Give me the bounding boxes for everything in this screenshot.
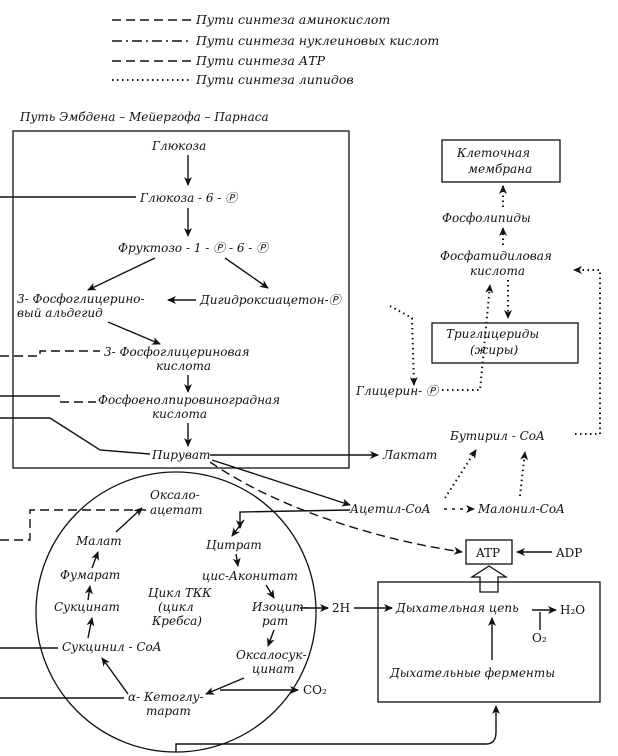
f16bp-label: Фруктозо - 1 - Ⓟ - 6 - Ⓟ (118, 241, 270, 255)
legend-label-atp: Пути синтеза АТР (195, 53, 326, 68)
atp-box (465, 539, 513, 565)
arrow-f16bp-dhap (224, 257, 269, 289)
krebs-cycle-label-line3: Кребса) (151, 614, 202, 628)
pa-label-line2: кислота (470, 264, 525, 278)
legend: Пути синтеза аминокислот Пути синтеза ну… (112, 12, 439, 87)
succinyl-coa-label: Сукцинил - CoA (62, 640, 162, 654)
arrow-succinyl-succinate (86, 617, 95, 639)
arrow-fumarate-malate (91, 551, 99, 569)
path-pyruvate-in (0, 417, 151, 455)
arrow-malate-oxaloacetate (115, 507, 143, 533)
arrow-succinate-fumarate (84, 585, 93, 601)
arrow-isocitrate-oxalosuccinate (267, 629, 275, 647)
pa-label-line1: Фосфатидиловая (440, 249, 552, 263)
phospholipids-label: Фосфолипиды (442, 211, 531, 225)
gap-label-line1: 3- Фосфоглицерино- (17, 292, 145, 306)
cell-membrane-box (441, 139, 561, 183)
lactate-label: Лактат (382, 448, 437, 462)
krebs-cycle-label-line2: (цикл (158, 600, 194, 614)
respiratory-chain-label: Дыхательная цепь (395, 601, 519, 615)
pga-label-line2: кислота (156, 359, 211, 373)
arrow-oxalosuccinate-ketoglutarate (205, 677, 245, 695)
arrow-oxaloacetate-citrate (231, 519, 245, 537)
ketoglutarate-label-line2: тарат (146, 704, 191, 718)
pep-label-line1: Фосфоенолпировиноградная (98, 393, 280, 407)
legend-label-lipids: Пути синтеза липидов (195, 72, 354, 87)
arrow-acetyl-krebs (236, 509, 351, 529)
oxalosuccinate-label-line2: цинат (252, 662, 295, 676)
membrane-label-line2: мембрана (468, 162, 532, 176)
two-h-label: 2H (332, 601, 350, 615)
gap-label-line2: вый альдегид (17, 306, 103, 320)
krebs-cycle-label-line1: Цикл ТКК (148, 586, 212, 600)
co2-label: CO₂ (303, 683, 327, 697)
membrane-label-line1: Клеточная (456, 146, 530, 160)
arrow-ketoglutarate-succinyl (101, 657, 129, 695)
succinate-label: Сукцинат (54, 600, 120, 614)
cis-aconitate-label: цис-Аконитат (202, 569, 298, 583)
arrow-malonyl-butyryl (519, 451, 529, 497)
atp-label: ATP (475, 546, 500, 560)
isocitrate-label-line1: Изоцит- (251, 600, 308, 614)
arrow-krebs-enzymes (175, 705, 500, 752)
glycerol-p-label: Глицерин- Ⓟ (355, 384, 440, 398)
arrow-pyruvate-atp (209, 461, 463, 555)
triglycerides-label-line2: (жиры) (470, 343, 519, 357)
pathway-title: Путь Эмбдена – Мейергофа – Парнаса (19, 110, 269, 124)
arrow-acetyl-butyryl (444, 449, 477, 499)
arrow-citrate-aconitate (232, 553, 241, 567)
isocitrate-label-line2: рат (262, 614, 288, 628)
adp-label: ADP (555, 546, 582, 560)
legend-label-amino-acids: Пути синтеза аминокислот (195, 12, 390, 27)
pyruvate-label: Пируват (151, 448, 210, 462)
fumarate-label: Фумарат (60, 568, 120, 582)
citrate-label: Цитрат (206, 538, 262, 552)
respiratory-enzymes-label: Дыхательные ферменты (389, 666, 555, 680)
o2-label: O₂ (532, 631, 547, 645)
h2o-label: H₂O (560, 603, 585, 617)
glycolysis-box (12, 130, 350, 469)
arrow-gap-pga (107, 321, 161, 345)
butyryl-coa-label: Бутирил - CoA (449, 429, 545, 443)
path-amino-acids-oxaloacetate (0, 509, 146, 541)
respiratory-box (377, 581, 601, 703)
malate-label: Малат (75, 534, 122, 548)
path-amino-acids-pga (0, 350, 100, 357)
triglycerides-label-line1: Триглицериды (446, 327, 539, 341)
oxaloacetate-label-line2: ацетат (150, 503, 203, 517)
arrow-dhap-glycerol (389, 305, 418, 386)
legend-label-nucleic-acids: Пути синтеза нуклеиновых кислот (195, 33, 439, 48)
arrow-f16bp-gap (87, 257, 156, 291)
glucose-label: Глюкоза (151, 139, 206, 153)
pep-label-line2: кислота (152, 407, 207, 421)
malonyl-coa-label: Малонил-CoA (477, 502, 565, 516)
acetyl-coa-label: Ацетил-CoA (349, 502, 431, 516)
triglycerides-box (431, 322, 579, 364)
ketoglutarate-label-line1: α- Кетоглу- (128, 690, 204, 704)
oxaloacetate-label-line1: Оксало- (150, 488, 200, 502)
oxalosuccinate-label-line1: Оксалосук- (236, 648, 307, 662)
atp-production-arrow-icon (469, 565, 509, 593)
pga-label-line1: 3- Фосфоглицериновая (104, 345, 250, 359)
arrow-pyruvate-acetyl (211, 459, 351, 507)
arrow-aconitate-isocitrate (265, 584, 275, 599)
g6p-label: Глюкоза - 6 - Ⓟ (139, 191, 239, 205)
dhap-label: Дигидроксиацетон-Ⓟ (199, 293, 343, 307)
